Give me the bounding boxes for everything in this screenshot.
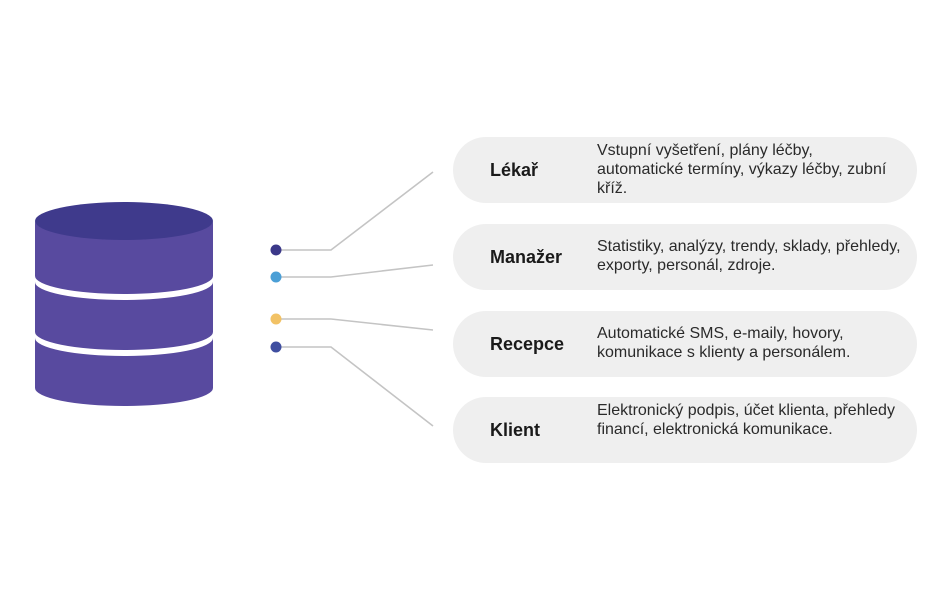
role-label: Manažer xyxy=(490,246,563,267)
database-segment-bottom xyxy=(35,338,213,406)
role-description: Elektronický podpis, účet klienta, přehl… xyxy=(597,402,895,438)
role-card-recepce: Recepce Automatické SMS, e-maily, hovory… xyxy=(453,311,917,377)
connector-manazer xyxy=(276,264,434,278)
dot-lekar xyxy=(270,244,282,256)
role-label: Klient xyxy=(490,419,541,440)
role-description: Automatické SMS, e-maily, hovory, komuni… xyxy=(597,325,851,361)
connector-lekar xyxy=(276,171,434,251)
role-description: Statistiky, analýzy, trendy, sklady, pře… xyxy=(597,238,901,274)
dot-klient xyxy=(270,341,282,353)
dot-manazer xyxy=(270,271,282,283)
role-label: Lékař xyxy=(490,159,539,180)
dot-recepce xyxy=(270,313,282,325)
connectors xyxy=(276,171,434,427)
database-icon xyxy=(35,202,213,406)
role-description: Vstupní vyšetření, plány léčby, automati… xyxy=(597,142,887,197)
role-card-klient: Klient Elektronický podpis, účet klienta… xyxy=(453,397,917,463)
database-segment-middle xyxy=(35,282,213,350)
connector-klient xyxy=(276,346,434,427)
role-label: Recepce xyxy=(490,333,565,354)
connector-recepce xyxy=(276,318,434,331)
role-card-lekar: Lékař Vstupní vyšetření, plány léčby, au… xyxy=(453,137,917,203)
database-segment-top xyxy=(35,221,213,294)
database-lid xyxy=(35,202,213,240)
role-card-manazer: Manažer Statistiky, analýzy, trendy, skl… xyxy=(453,224,917,290)
